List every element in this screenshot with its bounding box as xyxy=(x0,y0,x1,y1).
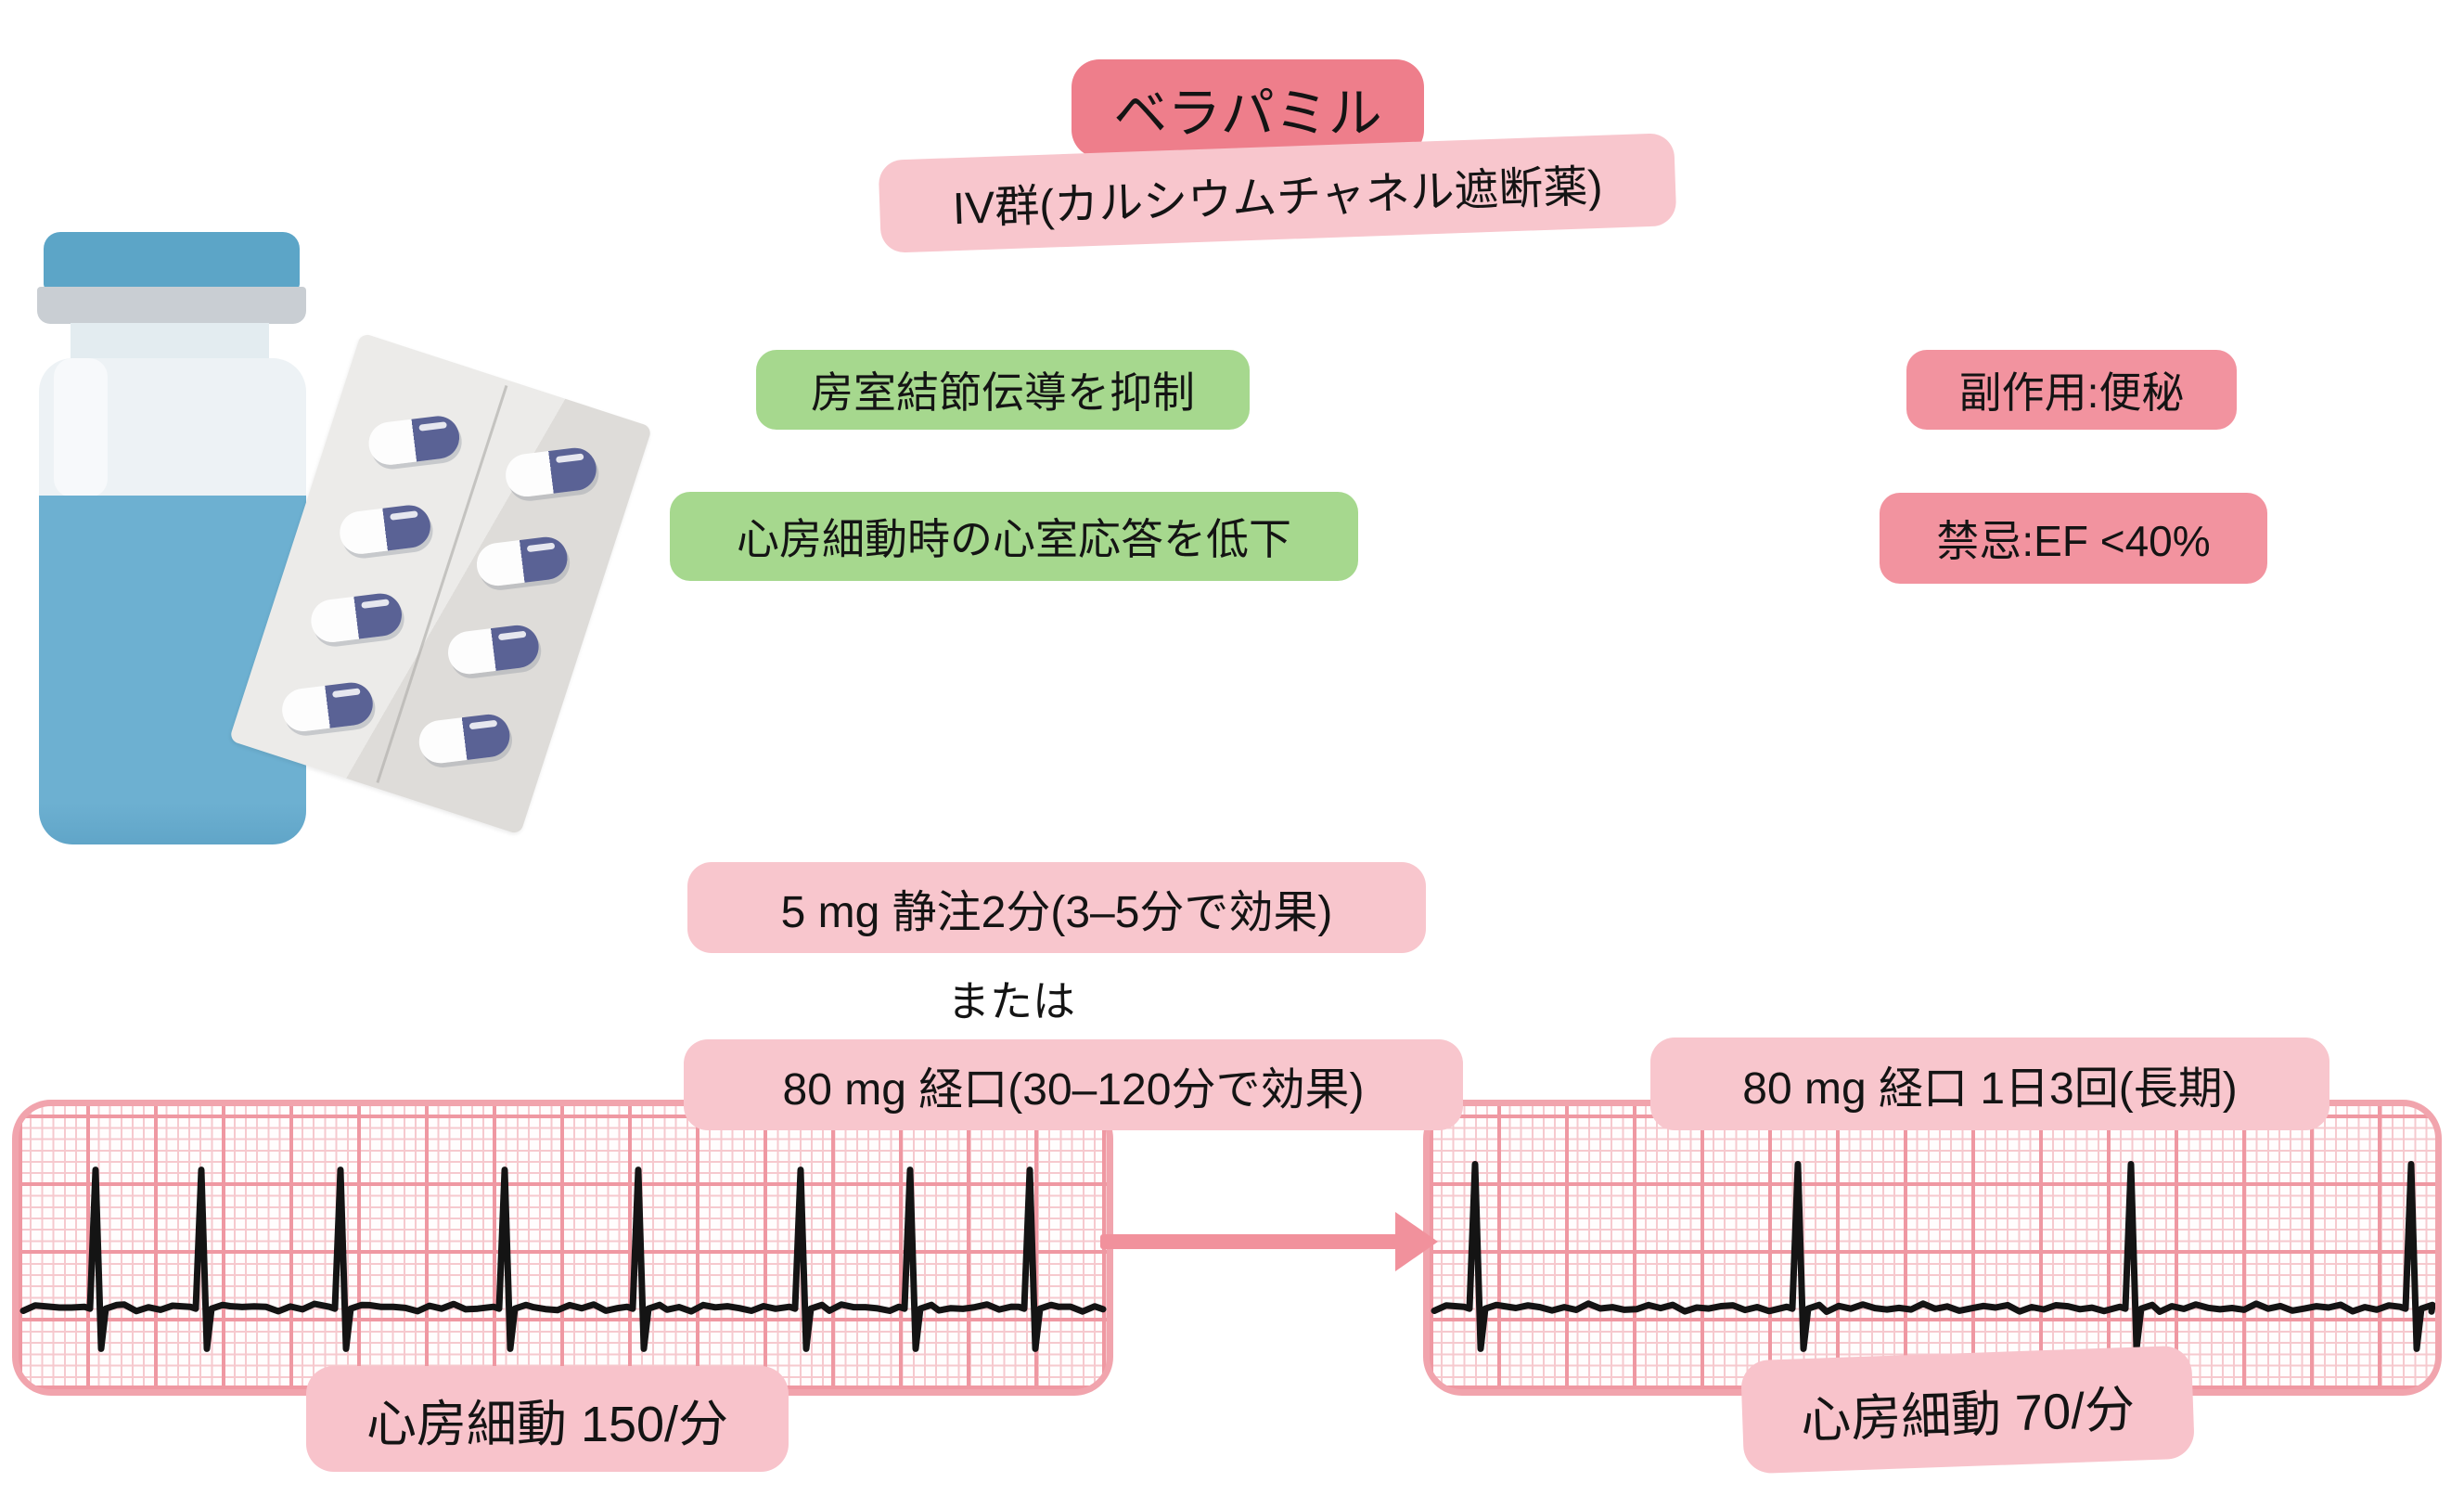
effect-af-response-badge: 心房細動時の心室応答を低下 xyxy=(670,492,1358,581)
capsule-icon xyxy=(279,679,376,734)
ecg-label-after-badge: 心房細動 70/分 xyxy=(1740,1345,2195,1475)
right-arrow-icon xyxy=(1100,1234,1401,1249)
dose-oral: 80 mg 経口(30–120分で効果) xyxy=(782,1065,1365,1115)
dose-iv: 5 mg 静注2分(3–5分で効果) xyxy=(780,888,1333,937)
ecg-strip-before xyxy=(12,1100,1113,1396)
drug-title: ベラパミル xyxy=(1113,84,1382,144)
dose-iv-badge: 5 mg 静注2分(3–5分で効果) xyxy=(687,862,1426,953)
vial-glare xyxy=(54,358,108,497)
effect-av-node: 房室結節伝導を抑制 xyxy=(811,368,1195,417)
contraindication-badge: 禁忌:EF <40% xyxy=(1880,493,2267,584)
vial-neck xyxy=(71,323,269,360)
capsule-icon xyxy=(473,534,570,588)
dose-oral-badge: 80 mg 経口(30–120分で効果) xyxy=(684,1039,1463,1130)
effect-av-node-badge: 房室結節伝導を抑制 xyxy=(756,350,1250,430)
side-effect: 副作用:便秘 xyxy=(1958,368,2185,417)
or-text: または xyxy=(872,971,1150,1026)
vial-body xyxy=(39,358,306,844)
dose-maintenance-badge: 80 mg 経口 1日3回(長期) xyxy=(1650,1038,2329,1130)
effect-af-response: 心房細動時の心室応答を低下 xyxy=(737,515,1291,563)
capsule-icon xyxy=(308,591,404,645)
right-arrow-head-icon xyxy=(1395,1212,1438,1271)
capsule-icon xyxy=(416,711,512,766)
vial-cap xyxy=(44,232,300,290)
capsule-icon xyxy=(366,413,462,468)
drug-class-badge: IV群(カルシウムチャネル遮断薬) xyxy=(878,133,1677,253)
ecg-strip-after xyxy=(1423,1100,2442,1396)
dose-maintenance: 80 mg 経口 1日3回(長期) xyxy=(1742,1064,2238,1114)
ecg-trace-after xyxy=(1431,1161,2435,1352)
ecg-trace-before xyxy=(19,1166,1107,1352)
capsule-icon xyxy=(502,445,598,499)
side-effect-badge: 副作用:便秘 xyxy=(1906,350,2237,430)
ecg-label-before: 心房細動 150/分 xyxy=(366,1396,729,1452)
or-label: または xyxy=(947,977,1075,1025)
drug-class: IV群(カルシウムチャネル遮断薬) xyxy=(952,161,1604,235)
ecg-label-after: 心房細動 70/分 xyxy=(1800,1381,2137,1449)
ecg-label-before-badge: 心房細動 150/分 xyxy=(306,1366,789,1472)
capsule-icon xyxy=(337,502,433,557)
capsule-icon xyxy=(444,623,541,677)
vial-ring xyxy=(37,287,306,324)
contraindication: 禁忌:EF <40% xyxy=(1936,517,2211,565)
drug-title-badge: ベラパミル xyxy=(1072,59,1424,158)
